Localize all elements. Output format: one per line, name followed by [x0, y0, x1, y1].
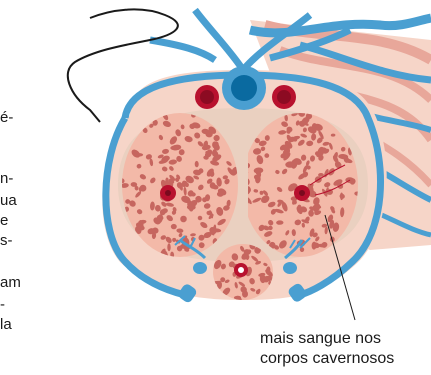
text-fragment: am — [0, 274, 21, 291]
spongy-dot — [260, 191, 264, 195]
septum — [238, 118, 248, 254]
annotation-line-1: mais sangue nos — [260, 330, 381, 348]
annotation-line-2: corpos cavernosos — [260, 350, 394, 368]
text-fragment: ua — [0, 192, 17, 209]
text-fragment: e — [0, 212, 8, 229]
spongy-dot — [167, 243, 170, 251]
text-fragment: - — [0, 296, 5, 313]
text-fragment: n- — [0, 170, 13, 187]
text-fragment: la — [0, 316, 12, 333]
text-fragment: s- — [0, 232, 13, 249]
text-fragment: é- — [0, 109, 13, 126]
